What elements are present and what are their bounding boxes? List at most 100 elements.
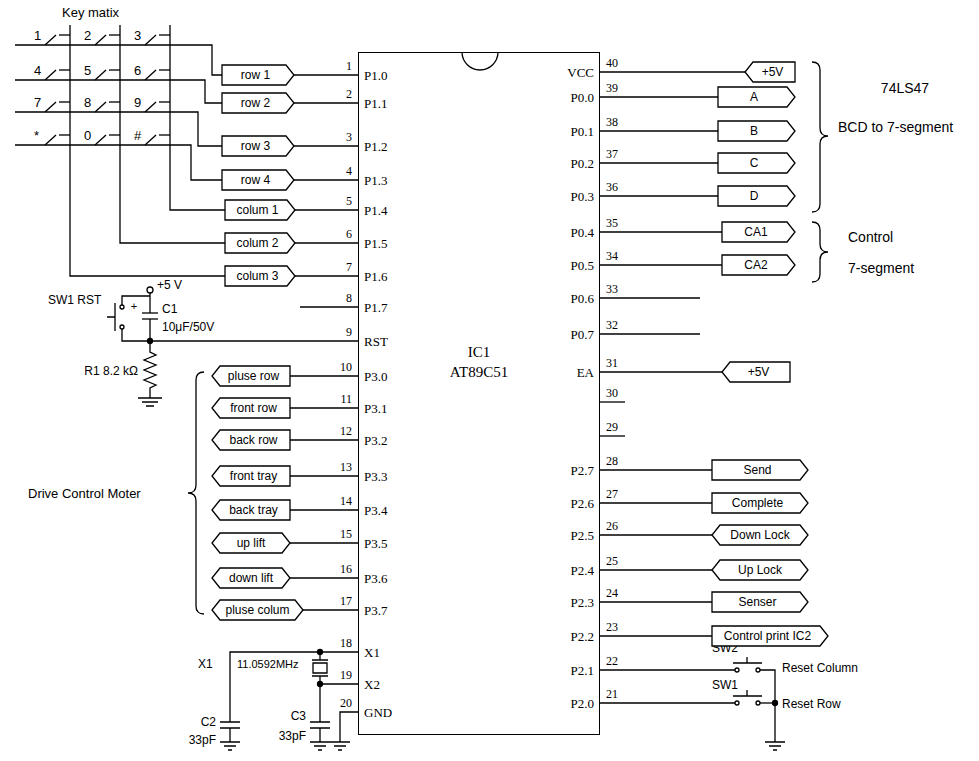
pin-number: 11 [340,393,352,405]
signal-tag: Send [712,460,808,480]
signal-name: colum 3 [236,270,278,282]
pin-name: VCC [567,66,594,79]
value-label: 33pF [279,730,306,742]
tag-shape [212,533,290,553]
tag-shape [712,525,808,545]
part-label: SW1 RST [48,294,101,306]
crystal-circuit [313,663,327,673]
key-switch [145,102,156,112]
signal-name: pluse colum [225,604,289,616]
key-label: 9 [134,96,141,109]
pin-number: 30 [606,387,618,399]
wire [600,569,712,570]
pin-number: 10 [340,361,352,373]
pin-number: 8 [346,292,352,304]
signal-name: Senser [738,596,776,608]
crystal-circuit [230,652,358,722]
note-label: 7-segment [848,261,914,275]
wire [600,71,745,72]
reset-switch [600,669,735,670]
pin-number: 20 [340,697,352,709]
tag-shape [212,366,290,386]
wire [294,74,358,75]
reset-switch [735,668,739,672]
pin-name: EA [577,366,594,379]
reset-circuit [144,319,156,398]
reset-circuit [120,325,124,329]
signal-name: A [750,91,758,103]
pin-number: 14 [340,495,352,507]
tag-shape [722,222,795,242]
pin-name: P2.3 [571,596,594,609]
pin-number: 6 [346,228,352,240]
pin-name: P1.6 [364,270,387,283]
key-switch [109,69,120,70]
part-label: R1 8.2 kΩ [84,365,138,377]
pin-name: P2.4 [571,564,594,577]
signal-tag: pluse colum [212,600,303,620]
key-label: 5 [84,64,91,77]
key-switch [95,35,106,45]
tag-shape [718,87,795,107]
pin-name: P0.7 [571,328,594,341]
pin-number: 25 [606,555,618,567]
signal-name: pluse row [228,370,279,382]
pin-number: 21 [606,688,618,700]
signal-tag: Down Lock [712,525,808,545]
pin-number: 9 [346,326,352,338]
wire [290,542,358,543]
wire [290,439,358,440]
signal-name: B [750,125,758,137]
wire [294,179,358,180]
value-label: 11.0592MHz [237,659,299,670]
reset-switch [600,657,785,750]
crystal-circuit [220,722,240,728]
key-switch [145,135,156,145]
keypad-wire [120,25,225,243]
pin-number: 29 [606,421,618,433]
signal-tag: Complete [712,493,808,513]
title-label: Key matix [62,6,119,19]
pin-number: 36 [606,181,618,193]
pin-stub [600,333,700,334]
signal-name: row 4 [241,174,270,186]
pin-name: P2.2 [571,630,594,643]
tag-shape [718,186,795,206]
reset-circuit [138,398,162,406]
signal-label: Reset Column [782,662,858,674]
key-switch [145,35,156,45]
pin-number: 16 [340,563,352,575]
pin-name: P3.0 [364,370,387,383]
pin-number: 3 [346,131,352,143]
pin-number: 7 [346,261,352,273]
pin-number: 24 [606,587,618,599]
key-switch [95,70,106,80]
tag-shape [212,430,290,450]
reset-circuit [148,339,153,344]
pin-name: P3.4 [364,504,387,517]
key-label: * [34,129,39,142]
key-switch [109,101,120,102]
wire [600,195,718,196]
pin-stub [300,306,358,307]
signal-tag: row 2 [222,93,294,113]
wire [600,231,722,232]
wire [294,145,358,146]
wire [294,102,358,103]
tag-shape [225,266,295,286]
key-switch [45,135,56,145]
pin-name: P1.1 [364,97,387,110]
reset-switch [733,657,762,663]
crystal-circuit [220,650,358,751]
signal-tag: +5V [745,62,795,82]
key-switch [59,34,70,35]
pin-number: 17 [340,595,352,607]
note-label: BCD to 7-segment [838,120,953,134]
key-label: 7 [34,96,41,109]
pin-number: 35 [606,217,618,229]
signal-tag: +5V [722,362,790,382]
wire [303,609,358,610]
keypad-wire [15,45,222,75]
